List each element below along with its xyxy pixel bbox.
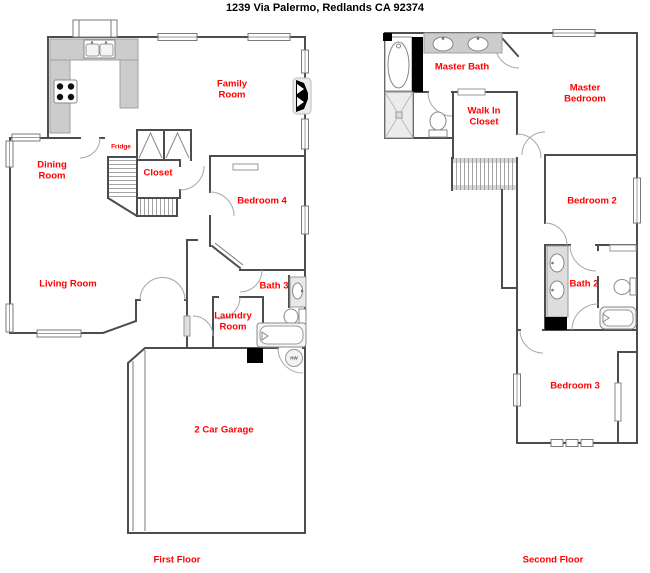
room-label-bath-2: Bath 2: [569, 278, 599, 290]
master-bath-corner-fill: [383, 33, 392, 41]
staircase-first-floor: [108, 158, 177, 216]
kitchen-sink: [83, 39, 116, 59]
stove: [53, 79, 78, 104]
furnace-first-floor: [247, 348, 263, 363]
furnace-second-floor: [545, 317, 567, 330]
first-floor-door-arcs: [79, 137, 304, 374]
first-floor-windows: [5, 33, 309, 338]
master-bath-vanity: [423, 32, 503, 54]
bath3-vanity-sink: [289, 276, 307, 308]
second-floor-caption: Second Floor: [522, 554, 584, 566]
hot-water-heater-label: HW: [290, 355, 298, 361]
bath2-toilet: [613, 277, 637, 296]
hot-water-heater: [285, 349, 303, 367]
room-label-living-room: Living Room: [39, 278, 97, 290]
bath2-vanity: [546, 245, 569, 318]
bath3-bathtub: [256, 322, 307, 348]
bath2-bathtub: [599, 306, 637, 330]
room-label-laundry-room: Laundry Room: [214, 310, 252, 332]
room-label-bedroom-4: Bedroom 4: [237, 195, 287, 207]
staircase-second-floor: [452, 158, 517, 190]
room-label-master-bedroom: Master Bedroom: [564, 82, 606, 104]
room-label-bedroom-2: Bedroom 2: [567, 195, 617, 207]
first-floor-plan: [5, 19, 312, 534]
garden-window: [72, 19, 118, 38]
room-label-dining-room: Dining Room: [37, 159, 67, 181]
master-bath-toilet: [428, 111, 448, 138]
master-bath-wall-fill: [412, 37, 423, 92]
first-floor-thin-lines: [132, 242, 244, 531]
room-label-family-room: Family Room: [216, 78, 248, 100]
bath2-cabinet: [609, 244, 637, 252]
page-title: 1239 Via Palermo, Redlands CA 92374: [225, 2, 425, 14]
second-floor-door-arcs: [427, 43, 599, 354]
room-label-bedroom-3: Bedroom 3: [550, 380, 600, 392]
fireplace: [292, 77, 312, 115]
second-floor-plan: [383, 29, 641, 447]
bedroom3-closet-door: [614, 382, 622, 422]
laundry-door-panel: [183, 315, 191, 337]
room-label-walk-in-closet: Walk In Closet: [467, 105, 501, 127]
fridge-pantry-cabinets: [138, 131, 190, 159]
room-label-master-bath: Master Bath: [434, 61, 490, 73]
second-floor-windows: [513, 29, 641, 447]
bath3-toilet: [283, 308, 307, 325]
room-label-bath-3: Bath 3: [259, 280, 289, 292]
bedroom4-closet-shelf: [232, 163, 259, 171]
room-label-garage: 2 Car Garage: [194, 424, 254, 436]
walk-in-closet-shelf: [457, 88, 486, 96]
master-bath-shower: [384, 91, 414, 139]
room-label-fridge: Fridge: [111, 143, 131, 151]
master-bath-tub: [384, 36, 413, 92]
first-floor-caption: First Floor: [153, 554, 201, 566]
room-label-closet: Closet: [143, 167, 173, 179]
